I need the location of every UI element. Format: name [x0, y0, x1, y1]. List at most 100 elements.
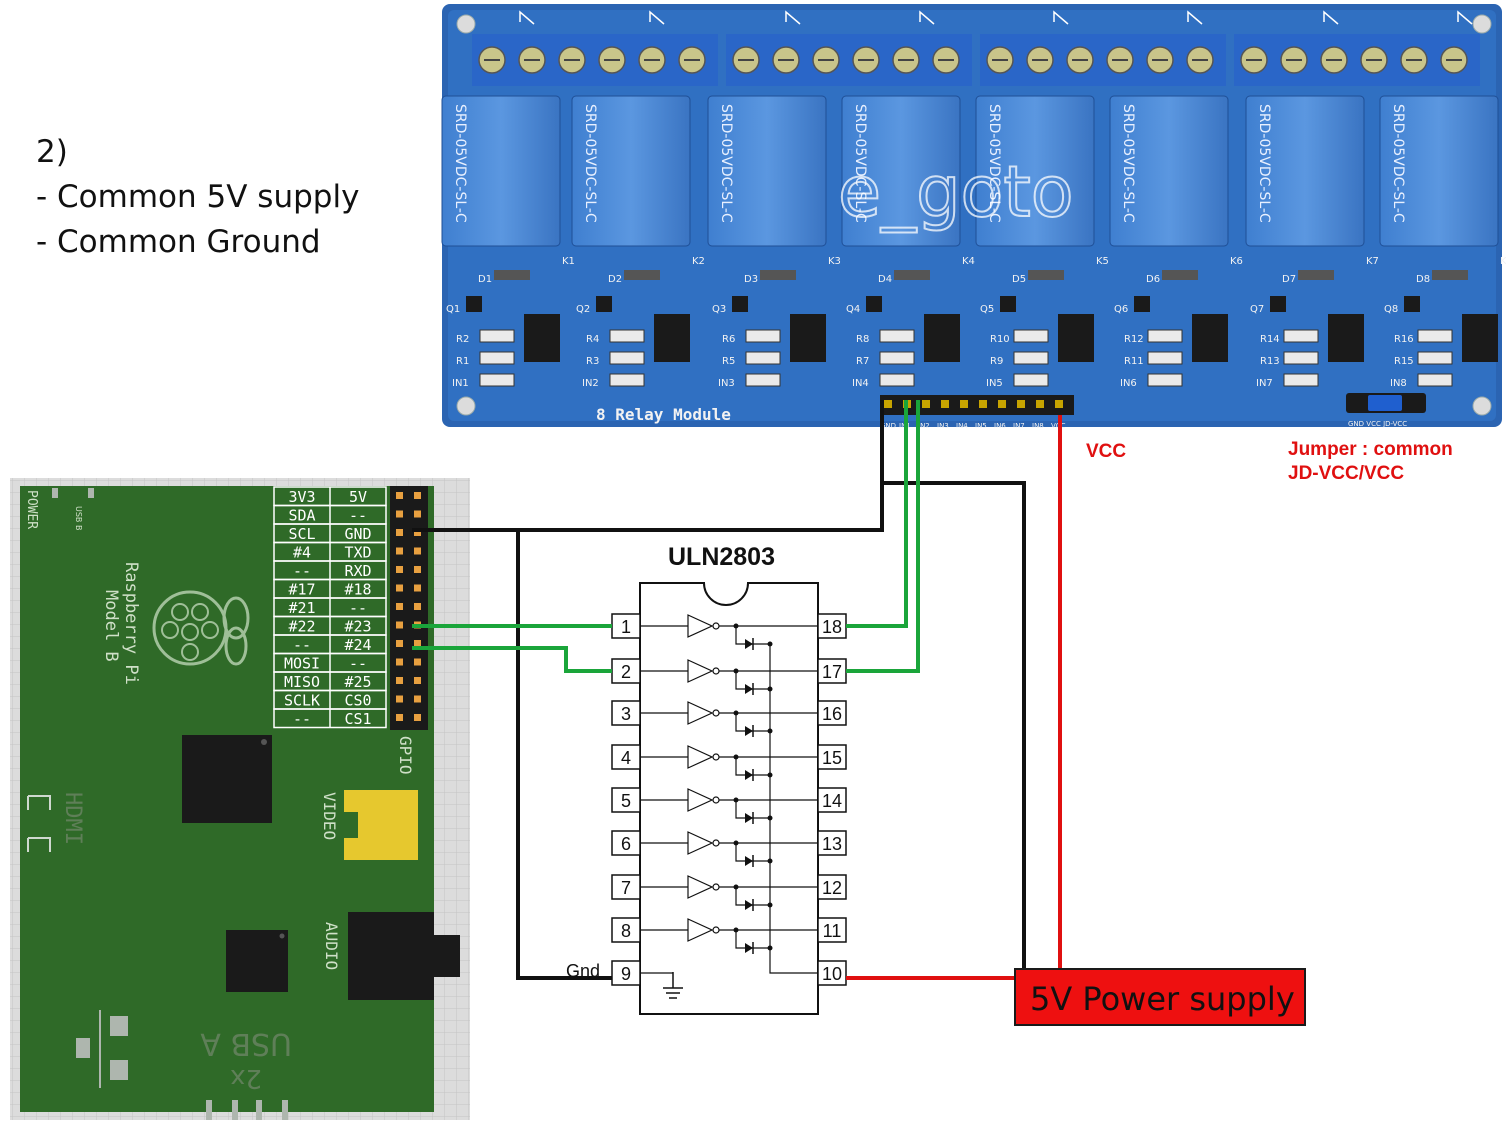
chip-pin-right-number: 18 — [822, 617, 842, 637]
transistor — [866, 296, 882, 312]
optocoupler — [1328, 314, 1364, 362]
relay-id: K4 — [962, 256, 975, 267]
clamp-diode — [745, 639, 753, 649]
wire-out17-relay — [846, 400, 920, 673]
resistor — [879, 351, 915, 365]
relay-id: K7 — [1366, 256, 1379, 267]
gpio-right-label: CS0 — [344, 692, 371, 710]
gpio-pin — [414, 677, 421, 684]
relay-symbol — [919, 10, 935, 25]
chip-pin-left-number: 6 — [621, 834, 631, 854]
resistor-id: R9 — [990, 356, 1003, 367]
relay-model-text: SRD-05VDC-SL-C — [1120, 104, 1136, 223]
optocoupler — [654, 314, 690, 362]
chip-pin-left — [611, 613, 641, 639]
diode-id: D5 — [1012, 274, 1026, 285]
relay-body — [1245, 95, 1365, 247]
led — [609, 373, 645, 387]
gpio-pin — [396, 714, 403, 721]
jumper-label-2: JD-VCC/VCC — [1288, 463, 1405, 484]
gpio-left-label: #4 — [293, 544, 311, 562]
clamp-diode — [745, 943, 753, 953]
power-label: POWER — [24, 490, 39, 529]
input-id: IN1 — [452, 378, 469, 389]
diode-id: D4 — [878, 274, 892, 285]
transistor-id: Q7 — [1250, 304, 1264, 315]
header-pin — [1055, 400, 1063, 408]
gpio-pin — [396, 640, 403, 647]
diode-id: D6 — [1146, 274, 1160, 285]
resistor-id: R4 — [586, 334, 599, 345]
transistor-id: Q3 — [712, 304, 726, 315]
inverter-gate — [687, 745, 714, 769]
hdmi-label: HDMI — [60, 792, 85, 845]
clamp-diode — [745, 726, 753, 736]
inverter-gate — [687, 831, 714, 855]
input-id: IN4 — [852, 378, 869, 389]
pi-model: Model B — [101, 590, 121, 662]
chip-pin-left-number: 4 — [621, 748, 631, 768]
relay-body — [975, 95, 1095, 247]
optocoupler — [790, 314, 826, 362]
wire-gnd-chip — [516, 530, 612, 980]
header-pin — [960, 400, 968, 408]
wire-gpio24-in2 — [412, 646, 612, 673]
gpio-pin — [414, 547, 421, 555]
clamp-diode — [745, 900, 753, 910]
gpio-pin — [396, 510, 403, 518]
resistor — [609, 329, 645, 343]
resistor-id: R3 — [586, 356, 599, 367]
resistor — [1417, 329, 1453, 343]
relay-body — [841, 95, 961, 247]
gpio-left-label: SCL — [288, 525, 315, 543]
resistor-id: R16 — [1394, 334, 1414, 345]
gpio-left-label: #22 — [288, 618, 315, 636]
led — [1283, 373, 1319, 387]
gpio-right-label: #18 — [344, 581, 371, 599]
gpio-pin — [396, 566, 403, 573]
resistor — [609, 351, 645, 365]
relay-model-text: SRD-05VDC-SL-C — [852, 104, 868, 223]
resistor — [1417, 351, 1453, 365]
terminal-block — [472, 34, 718, 86]
chip-pin-right — [817, 744, 847, 770]
gpio-header — [390, 486, 428, 730]
relay-symbol — [1053, 10, 1069, 25]
header-pin-label: GND — [880, 422, 896, 430]
relay-id: K1 — [562, 256, 575, 267]
led — [479, 373, 515, 387]
chip-pin-right-number: 13 — [822, 834, 842, 854]
note-step: 2) — [36, 134, 68, 170]
video-label: VIDEO — [320, 792, 339, 840]
relay-body — [571, 95, 691, 247]
transistor — [1270, 296, 1286, 312]
lan-chip — [226, 930, 288, 992]
gpio-right-label: TXD — [344, 544, 371, 562]
clamp-diode — [745, 856, 753, 866]
note-common-supply: - Common 5V supply — [36, 179, 360, 215]
diode — [1298, 270, 1334, 280]
usb-b-label: USB B — [74, 506, 83, 530]
wires — [412, 400, 1062, 980]
gpio-left-label: #21 — [288, 599, 315, 617]
led — [1147, 373, 1183, 387]
resistor — [1283, 351, 1319, 365]
transistor-id: Q6 — [1114, 304, 1128, 315]
gpio-right-label: #23 — [344, 618, 371, 636]
relay-module-label: 8 Relay Module — [596, 405, 731, 424]
transistor-id: Q8 — [1384, 304, 1398, 315]
chip-pin-left-number: 5 — [621, 791, 631, 811]
wire-gnd-relay — [412, 400, 884, 532]
chip-pin-right-number: 14 — [822, 791, 842, 811]
chip-pin-right-number: 17 — [822, 662, 842, 682]
terminal-block — [1234, 34, 1480, 86]
relay-module: SRD-05VDC-SL-CK1D1Q1R2R1IN1SRD-05VDC-SL-… — [441, 4, 1506, 430]
gpio-pin — [414, 566, 421, 573]
relay-body — [707, 95, 827, 247]
relay-symbol — [1323, 10, 1339, 25]
resistor-id: R7 — [856, 356, 869, 367]
relay-model-text: SRD-05VDC-SL-C — [452, 104, 468, 223]
clamp-diode — [745, 684, 753, 694]
